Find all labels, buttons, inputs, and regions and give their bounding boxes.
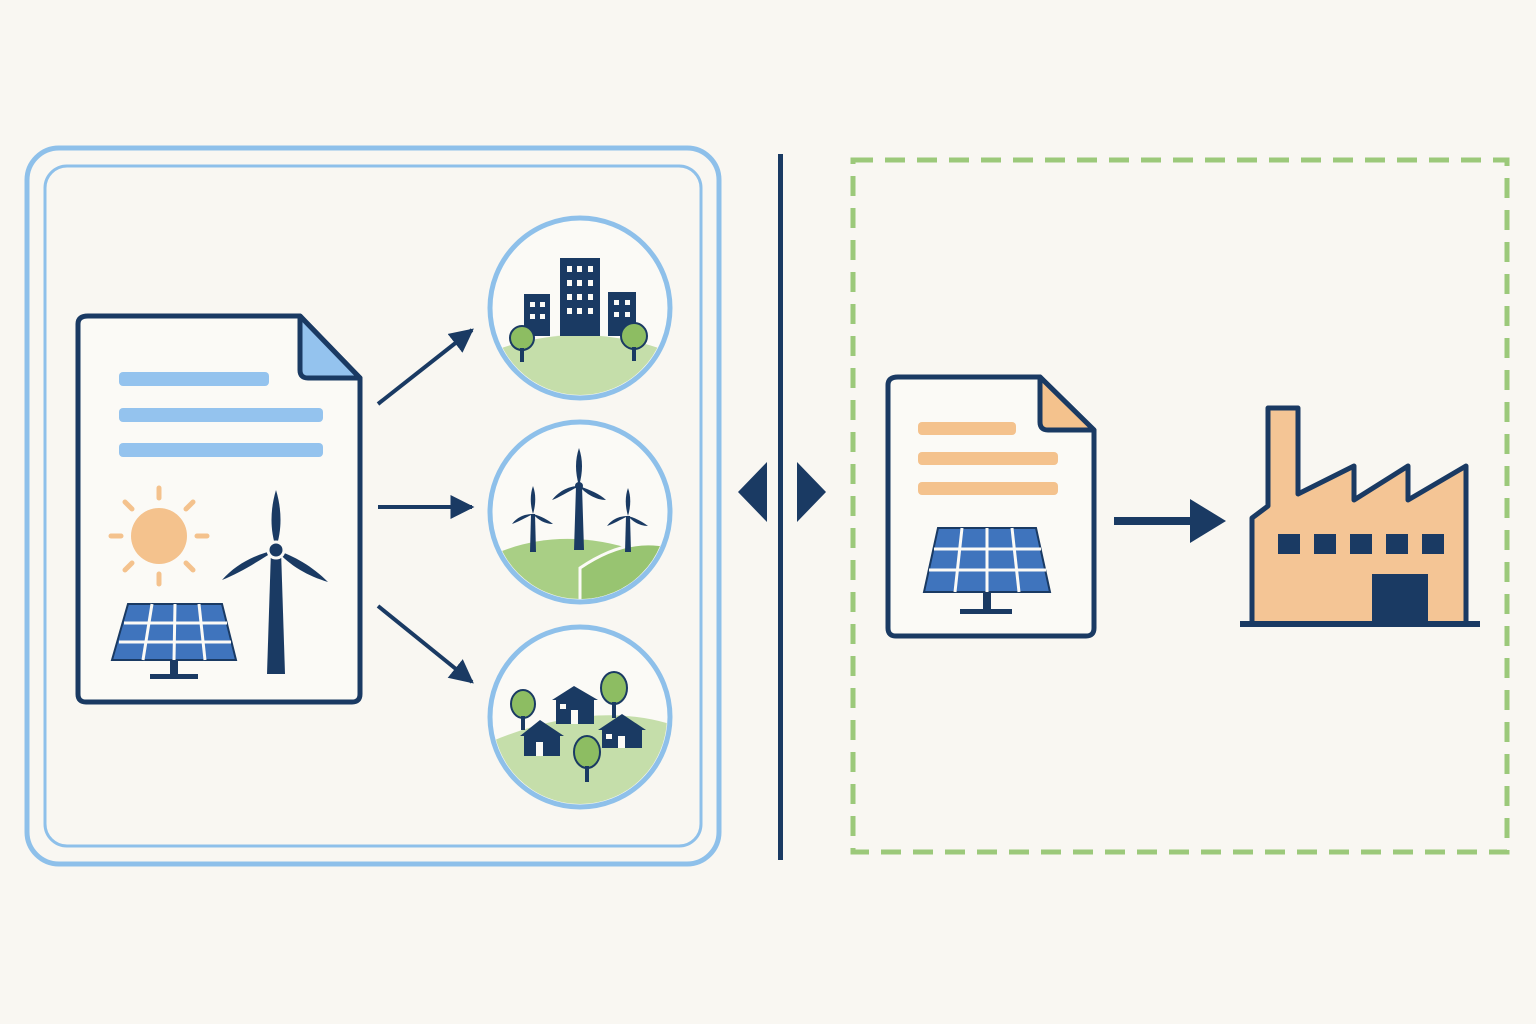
wind-turbine-icon [512, 448, 648, 552]
arrow-up-right [376, 328, 474, 406]
sun-icon [108, 485, 210, 587]
solar-document [885, 374, 1097, 639]
arrow-down-right [376, 604, 474, 684]
wind-turbine-icon [222, 490, 328, 674]
wind-farm-circle [487, 419, 673, 605]
supply-arrow [1114, 499, 1226, 543]
village-houses-circle [487, 624, 673, 810]
house-icon [520, 686, 646, 756]
left-arrowhead-icon [738, 462, 767, 522]
document-folded-corner [1037, 374, 1097, 433]
document-text-line [119, 372, 269, 386]
tree-icon [509, 322, 648, 362]
divider-line [778, 154, 783, 860]
right-arrowhead-icon [797, 462, 826, 522]
right-panel [850, 157, 1510, 855]
solar-panel-icon [922, 527, 1052, 614]
tree-icon [510, 671, 628, 782]
left-panel-inner-border [43, 164, 703, 848]
building-icon [524, 258, 636, 336]
document-text-line [918, 482, 1058, 495]
right-panel-dashed-border [850, 157, 1510, 855]
document-text-line [119, 443, 323, 457]
document-text-line [119, 408, 323, 422]
city-buildings-circle [487, 215, 673, 401]
document-folded-corner [297, 313, 363, 381]
center-divider [738, 154, 826, 860]
renewable-document [75, 313, 363, 705]
factory-icon [1240, 405, 1480, 627]
solar-panel-icon [110, 603, 238, 679]
document-text-line [918, 422, 1016, 435]
document-text-line [918, 452, 1058, 465]
left-panel-outer-border [24, 145, 722, 867]
left-panel [24, 145, 722, 867]
distribution-arrows [376, 328, 475, 684]
